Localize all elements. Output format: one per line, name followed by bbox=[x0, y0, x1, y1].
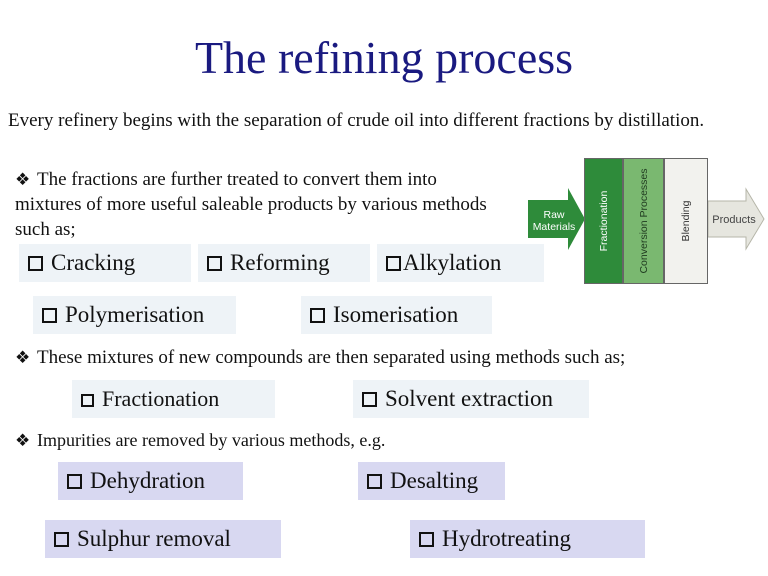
checkbox-square-icon bbox=[54, 532, 69, 547]
stage-blending: Blending bbox=[664, 158, 708, 284]
bullet-text: The fractions are further treated to con… bbox=[15, 169, 487, 240]
bullet-purification: ❖ Impurities are removed by various metho… bbox=[15, 428, 615, 453]
method-label: Sulphur removal bbox=[77, 526, 231, 551]
stage-fractionation: Fractionation bbox=[584, 158, 623, 284]
checkbox-square-icon bbox=[367, 474, 382, 489]
stage-label: Fractionation bbox=[597, 190, 610, 252]
method-label: Cracking bbox=[51, 250, 136, 275]
checkbox-square-icon bbox=[419, 532, 434, 547]
method-label: Solvent extraction bbox=[385, 386, 553, 411]
checkbox-square-icon bbox=[42, 308, 57, 323]
method-label: Fractionation bbox=[102, 386, 220, 411]
method-label: Dehydration bbox=[90, 468, 205, 493]
bullet-separation: ❖ These mixtures of new compounds are the… bbox=[15, 345, 755, 370]
method-chip-isomerisation: Isomerisation bbox=[301, 296, 492, 334]
method-label: Desalting bbox=[390, 468, 479, 493]
checkbox-square-icon bbox=[310, 308, 325, 323]
method-label: Hydrotreating bbox=[442, 526, 572, 551]
checkbox-square-icon bbox=[386, 256, 401, 271]
bullet-text: These mixtures of new compounds are then… bbox=[37, 347, 626, 368]
method-chip-alkylation: Alkylation bbox=[377, 244, 544, 282]
method-chip-sulphur-removal: Sulphur removal bbox=[45, 520, 281, 558]
method-chip-desalting: Desalting bbox=[358, 462, 505, 500]
raw-materials-arrow bbox=[528, 188, 585, 250]
page-title: The refining process bbox=[194, 32, 574, 83]
method-chip-solvent-extraction: Solvent extraction bbox=[353, 380, 589, 418]
method-chip-fractionation: Fractionation bbox=[72, 380, 275, 418]
checkbox-square-icon bbox=[81, 394, 94, 407]
stage-label: Blending bbox=[680, 200, 692, 242]
raw-materials-label: Raw Materials bbox=[532, 209, 576, 233]
method-chip-cracking: Cracking bbox=[19, 244, 191, 282]
products-arrow bbox=[708, 187, 765, 251]
intro-text: Every refinery begins with the separatio… bbox=[8, 110, 705, 131]
diamond-bullet-icon: ❖ bbox=[15, 170, 31, 189]
checkbox-square-icon bbox=[28, 256, 43, 271]
method-label: Alkylation bbox=[403, 250, 502, 275]
stage-label: Conversion Processes bbox=[637, 168, 650, 274]
method-chip-reforming: Reforming bbox=[198, 244, 370, 282]
stage-conversion: Conversion Processes bbox=[623, 158, 664, 284]
bullet-text: Impurities are removed by various method… bbox=[37, 430, 386, 450]
checkbox-square-icon bbox=[362, 392, 377, 407]
method-label: Isomerisation bbox=[333, 302, 459, 327]
method-chip-hydrotreating: Hydrotreating bbox=[410, 520, 645, 558]
method-label: Reforming bbox=[230, 250, 330, 275]
method-chip-polymerisation: Polymerisation bbox=[33, 296, 236, 334]
bullet-conversion: ❖The fractions are further treated to co… bbox=[15, 167, 500, 242]
method-chip-dehydration: Dehydration bbox=[58, 462, 243, 500]
checkbox-square-icon bbox=[207, 256, 222, 271]
refining-flow-diagram: Raw Materials Fractionation Conversion P… bbox=[528, 158, 766, 286]
checkbox-square-icon bbox=[67, 474, 82, 489]
diamond-bullet-icon: ❖ bbox=[15, 348, 31, 367]
products-label: Products bbox=[712, 214, 756, 226]
diamond-bullet-icon: ❖ bbox=[15, 431, 31, 450]
method-label: Polymerisation bbox=[65, 302, 205, 327]
